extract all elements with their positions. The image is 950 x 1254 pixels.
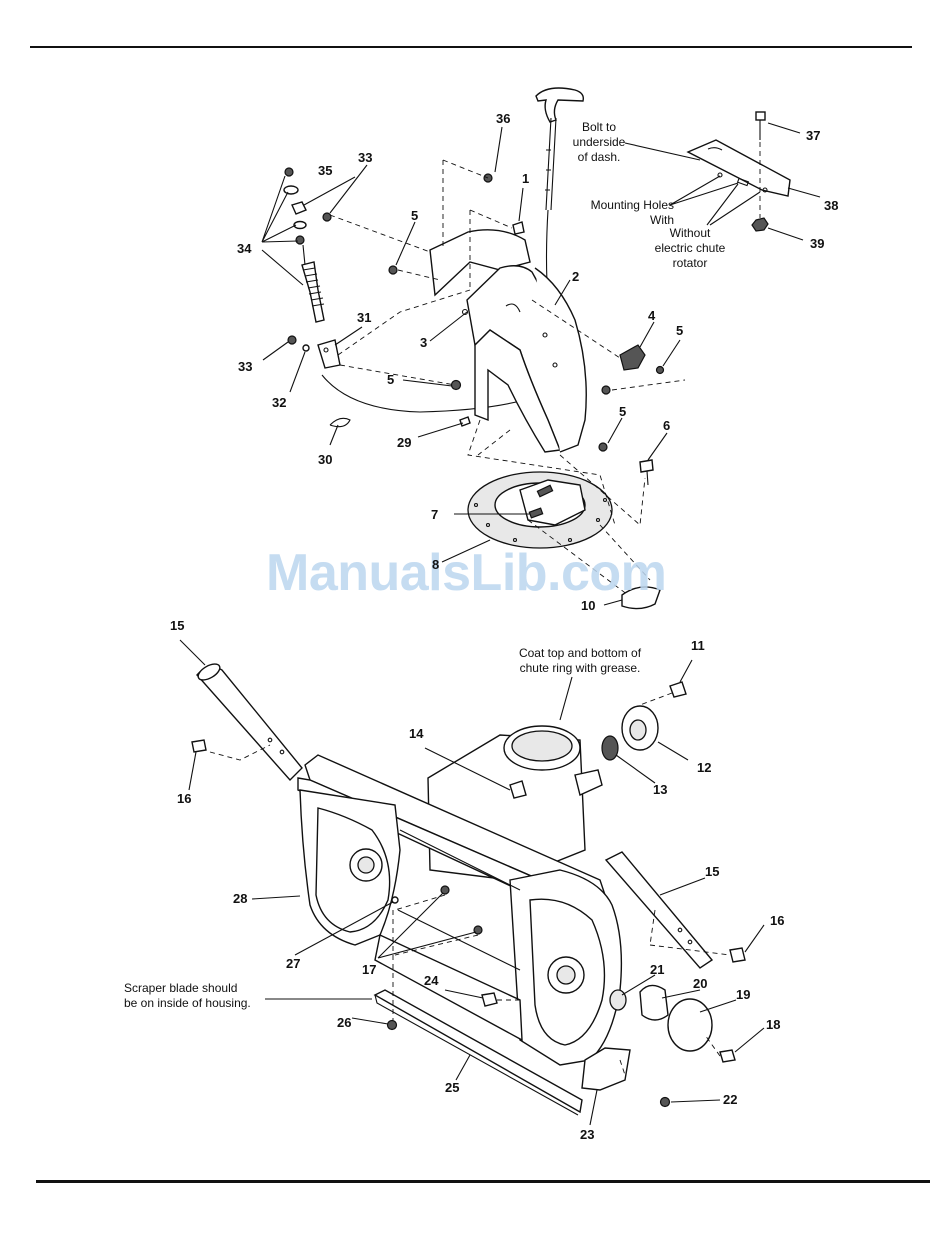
nut-26 <box>386 1019 398 1031</box>
callout-28: 28 <box>233 891 248 906</box>
auger-housing <box>297 754 623 1066</box>
callout-1: 1 <box>522 171 530 186</box>
nut-33-lower <box>287 335 297 345</box>
nut-33-upper <box>322 212 332 222</box>
callout-21: 21 <box>650 962 665 977</box>
callout-3: 3 <box>420 335 428 350</box>
washer-32 <box>302 344 310 352</box>
leader-lines <box>179 122 821 1126</box>
nut-5-c <box>601 385 611 395</box>
callout-29: 29 <box>397 435 412 450</box>
callout-4: 4 <box>648 308 656 323</box>
callout-14: 14 <box>409 726 424 741</box>
callout-20: 20 <box>693 976 708 991</box>
scraper-blade <box>373 989 583 1114</box>
callout-5-a: 5 <box>411 208 419 223</box>
nut-5-d <box>598 442 608 452</box>
callout-23: 23 <box>580 1127 595 1142</box>
cover-plate-19 <box>667 998 713 1052</box>
bolt-24 <box>481 992 498 1007</box>
note-without-rotator: Without electric chute rotator <box>654 226 726 270</box>
callout-24: 24 <box>424 973 439 988</box>
bolt-6 <box>639 459 654 473</box>
callout-26: 26 <box>337 1015 352 1030</box>
nut-17-a <box>440 885 450 895</box>
bolt-37 <box>755 111 766 140</box>
bolt-16-left <box>191 739 207 753</box>
discharge-chute <box>429 229 587 453</box>
knob-4 <box>619 344 646 371</box>
drift-cutter-left <box>196 663 303 782</box>
callout-31: 31 <box>357 310 372 325</box>
callout-39: 39 <box>810 236 825 251</box>
callout-5-e: 5 <box>676 323 684 338</box>
callout-17: 17 <box>362 962 377 977</box>
bolt-18 <box>719 1049 736 1063</box>
callout-8: 8 <box>432 557 440 572</box>
callout-13: 13 <box>653 782 668 797</box>
drift-cutter-right <box>604 851 714 969</box>
note-bolt-dash: Bolt to underside of dash. <box>572 120 626 164</box>
callout-15-left: 15 <box>170 618 185 633</box>
callout-12: 12 <box>697 760 712 775</box>
flange-20 <box>639 984 669 1021</box>
callout-36: 36 <box>496 111 511 126</box>
callout-15-right: 15 <box>705 864 720 879</box>
callout-25: 25 <box>445 1080 460 1095</box>
callout-16-right: 16 <box>770 913 785 928</box>
callout-38: 38 <box>824 198 839 213</box>
callout-34: 34 <box>237 241 252 256</box>
callout-27: 27 <box>286 956 301 971</box>
callout-6: 6 <box>663 418 671 433</box>
dash-bracket <box>686 139 791 197</box>
clip-30 <box>329 417 351 428</box>
note-coat-grease: Coat top and bottom of chute ring with g… <box>518 646 642 675</box>
watermark: ManualsLib.com <box>266 544 667 602</box>
nut-5-a <box>388 265 398 275</box>
nut-5-b <box>450 379 462 391</box>
screw-29 <box>459 416 471 427</box>
bolt-16-right <box>729 947 746 963</box>
callout-7: 7 <box>431 507 439 522</box>
callout-35: 35 <box>318 163 333 178</box>
chute-keeper <box>621 586 661 610</box>
callout-16-left: 16 <box>177 791 192 806</box>
callout-19: 19 <box>736 987 751 1002</box>
note-scraper: Scraper blade should be on inside of hou… <box>124 981 251 1010</box>
callout-2: 2 <box>572 269 580 284</box>
bracket-14 <box>509 780 527 799</box>
nut-5-e <box>655 365 665 375</box>
callout-10: 10 <box>581 598 596 613</box>
top-rule <box>30 46 912 48</box>
nut-22 <box>659 1096 671 1108</box>
callout-5-b: 5 <box>387 372 395 387</box>
callout-11: 11 <box>691 638 705 653</box>
bearing-flange-right <box>601 705 659 761</box>
note-mounting-holes: Mounting Holes With <box>590 198 674 227</box>
chute-ring <box>467 471 613 549</box>
callout-5-d: 5 <box>619 404 627 419</box>
callout-33-lower: 33 <box>238 359 253 374</box>
callout-37: 37 <box>806 128 821 143</box>
callout-33-upper: 33 <box>358 150 373 165</box>
cable-spring <box>283 167 325 323</box>
callout-22: 22 <box>723 1092 738 1107</box>
callout-18: 18 <box>766 1017 781 1032</box>
callout-30: 30 <box>318 452 333 467</box>
callout-32: 32 <box>272 395 287 410</box>
skid-shoe <box>581 1047 631 1091</box>
bolt-1 <box>512 221 525 235</box>
carriage-bolt-27 <box>391 896 399 904</box>
nut-39 <box>751 217 769 232</box>
nut-17-b <box>473 925 483 935</box>
bearing-21 <box>609 989 627 1011</box>
bottom-rule <box>36 1180 930 1183</box>
bolt-11 <box>669 681 687 698</box>
